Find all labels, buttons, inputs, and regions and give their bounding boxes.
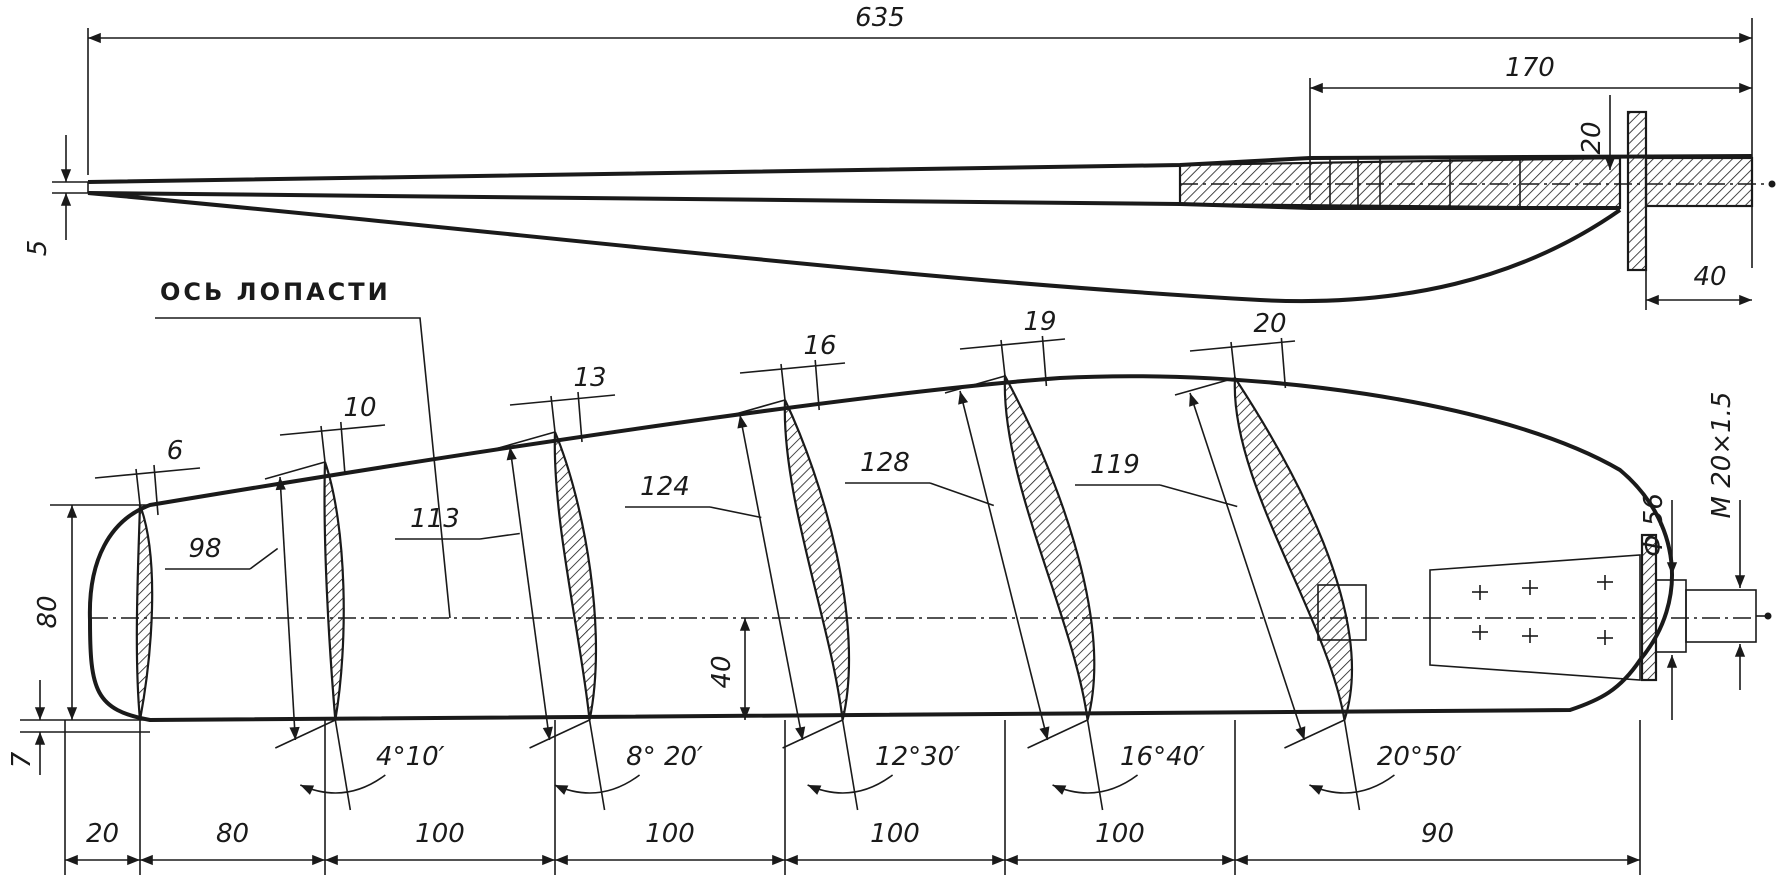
airfoil-4	[783, 399, 851, 721]
hub-diameter-label: Ф 56	[1639, 493, 1669, 557]
section-chord-4: 124	[640, 472, 690, 502]
section-chord-5: 128	[860, 448, 910, 478]
section-angle-3: 8° 20′	[626, 742, 703, 772]
spacing-6: 100	[1095, 819, 1145, 849]
section-angle-6: 20°50′	[1377, 742, 1462, 772]
blade-section-2: 10 98 4°10′	[165, 393, 445, 811]
threaded-shaft	[1685, 589, 1757, 643]
airfoil-5	[1003, 371, 1096, 721]
section-angle-5: 16°40′	[1120, 742, 1205, 772]
dimension-20-top: 20	[1577, 121, 1607, 154]
thread-label: M 20×1.5	[1707, 392, 1737, 519]
hub-tapered-plate	[1429, 554, 1641, 681]
blade-axis-leader	[155, 317, 451, 619]
airfoil-3	[553, 431, 598, 721]
rivet-marks	[1472, 575, 1613, 645]
hub-flange	[1626, 110, 1648, 272]
section-thickness-4: 16	[803, 331, 836, 361]
dimension-5: 5	[23, 240, 53, 257]
blade-outline	[87, 374, 1675, 723]
dimension-40-top: 40	[1693, 262, 1726, 292]
blade-top-outline	[87, 154, 1753, 184]
section-angle-2: 4°10′	[376, 742, 445, 772]
airfoil-1	[135, 504, 154, 721]
section-angle-4: 12°30′	[875, 742, 960, 772]
blade-axis-label: ОСЬ ЛОПАСТИ	[160, 278, 391, 306]
blade-section-6: 20 119 20°50′	[1075, 309, 1462, 811]
section-chord-2: 98	[188, 534, 221, 564]
blade-view: ОСЬ ЛОПАСТИ 80 7 40 6 10 98 4°10′ 13 113 8° 20…	[7, 278, 1772, 875]
blade-section-4: 16 124 12°30′	[625, 331, 960, 811]
section-thickness-5: 19	[1023, 307, 1056, 337]
spacing-2: 80	[216, 819, 249, 849]
airfoil-2	[323, 461, 345, 721]
hub-key	[1317, 584, 1367, 641]
section-thickness-2: 10	[343, 393, 376, 423]
dimension-80: 80	[33, 595, 63, 628]
spacing-5: 100	[870, 819, 920, 849]
section-chord-3: 113	[410, 504, 460, 534]
blade-section-3: 13 113 8° 20′	[395, 363, 703, 811]
spacing-1: 20	[86, 819, 119, 849]
spacing-4: 100	[645, 819, 695, 849]
shaft-end-point	[1768, 180, 1776, 188]
blade-section-5: 19 128 16°40′	[845, 307, 1205, 811]
dimension-40-axis: 40	[707, 655, 737, 688]
section-chord-6: 119	[1090, 450, 1140, 480]
dimension-7: 7	[7, 751, 37, 768]
dimension-170: 170	[1505, 53, 1555, 83]
section-thickness-1: 6	[167, 436, 184, 466]
spacing-3: 100	[415, 819, 465, 849]
airfoil-6	[1233, 374, 1354, 721]
spacing-7: 90	[1421, 819, 1454, 849]
blade-sections: 6 10 98 4°10′ 13 113 8° 20′ 16 124 12°30′ 19 128 16°…	[94, 307, 1462, 811]
section-thickness-3: 13	[573, 363, 606, 393]
blade-section-1: 6	[94, 436, 201, 721]
hub-shaft	[1644, 156, 1754, 208]
section-thickness-6: 20	[1253, 309, 1286, 339]
dimension-635: 635	[855, 3, 905, 33]
station-spacings: 20 80 100 100 100 100 90	[64, 720, 1641, 875]
top-view: 635 170 20 5 40	[23, 3, 1776, 310]
blade-lower-curve	[87, 191, 1622, 304]
hub-section-hatched	[1178, 156, 1622, 210]
